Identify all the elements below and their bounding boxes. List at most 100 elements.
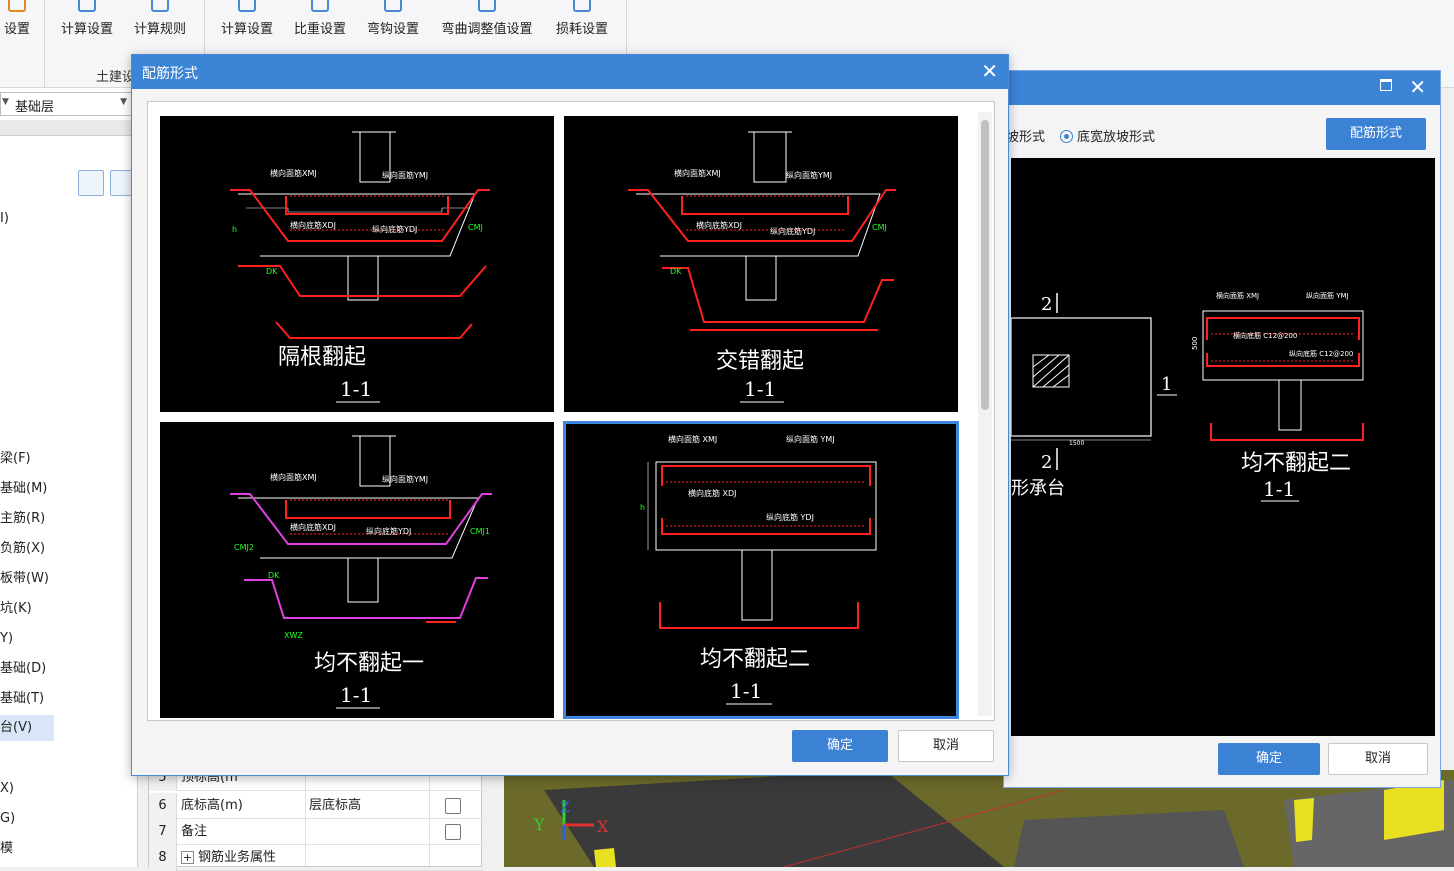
svg-text:纵向面筋 YMJ: 纵向面筋 YMJ [1306, 291, 1349, 300]
tree-item[interactable]: 基础(T) [0, 691, 45, 706]
svg-text:h: h [232, 225, 237, 234]
rebar-drawing: 横向面筋XMJ 纵向面筋YMJ 横向底筋XDJ 纵向底筋YDJ CMJ1 CMJ… [230, 435, 492, 709]
svg-text:纵向面筋 YMJ: 纵向面筋 YMJ [786, 434, 835, 444]
svg-text:纵向面筋YMJ: 纵向面筋YMJ [786, 170, 832, 180]
svg-text:横向底筋 XDJ: 横向底筋 XDJ [688, 488, 737, 498]
hook-settings-button[interactable]: 弯钩设置 [362, 0, 424, 44]
weight-settings-button[interactable]: 比重设置 [289, 0, 351, 44]
svg-text:1500: 1500 [1069, 440, 1084, 447]
svg-text:横向底筋XDJ: 横向底筋XDJ [290, 220, 336, 230]
calc-rules-button[interactable]: 计算规则 [130, 0, 190, 44]
svg-text:纵向底筋 YDJ: 纵向底筋 YDJ [766, 512, 814, 522]
svg-text:Z: Z [560, 800, 570, 816]
option-title: 均不翻起一 [314, 651, 424, 676]
svg-text:横向底筋XDJ: 横向底筋XDJ [290, 522, 336, 532]
ribbon-separator [626, 0, 627, 88]
ok-button[interactable]: 确定 [792, 730, 888, 762]
radio-slope-form[interactable]: 坡形式 [1006, 130, 1046, 145]
calc-settings-button[interactable]: 计算设置 [56, 0, 118, 44]
ribbon-separator [44, 0, 45, 88]
svg-text:横向面筋 XMJ: 横向面筋 XMJ [668, 434, 717, 444]
close-icon[interactable]: ✕ [1409, 75, 1426, 99]
svg-text:CMJ: CMJ [872, 223, 887, 232]
cap-plan-drawing: 2 2 1 形承台 1500 横向面筋 XMJ 纵向面筋 YMJ 横向底筋 C1… [1011, 291, 1364, 502]
svg-text:纵向底筋YDJ: 纵向底筋YDJ [770, 226, 815, 236]
table-row[interactable]: 6 底标高(m) 层底标高 [149, 793, 483, 819]
tree-item[interactable]: G) [0, 811, 16, 826]
svg-text:纵向底筋YDJ: 纵向底筋YDJ [366, 526, 411, 536]
scrollbar-thumb[interactable] [981, 120, 989, 410]
option-none-bent-two[interactable]: 横向面筋 XMJ 纵向面筋 YMJ 横向底筋 XDJ 纵向底筋 YDJ h 均不… [563, 421, 959, 719]
bend-icon [478, 0, 496, 12]
bg-ok-button[interactable]: 确定 [1218, 743, 1320, 775]
cancel-button[interactable]: 取消 [898, 730, 994, 762]
tree-item[interactable]: 基础(D) [0, 661, 47, 676]
expand-icon[interactable]: + [181, 851, 194, 864]
section-mark: 2 [1041, 452, 1052, 473]
rebar-form-button[interactable]: 配筋形式 [1326, 118, 1426, 150]
tree-item[interactable]: Y) [0, 631, 14, 646]
tree-item[interactable]: X) [0, 781, 14, 796]
tree-item[interactable]: 梁(F) [0, 451, 31, 466]
svg-text:1-1: 1-1 [730, 679, 762, 703]
bend-adjust-settings-button[interactable]: 弯曲调整值设置 [434, 0, 540, 44]
settings-icon [8, 0, 26, 12]
svg-text:1-1: 1-1 [1263, 477, 1295, 501]
rebar-calc-settings-button[interactable]: 计算设置 [216, 0, 278, 44]
option-gallery: 横向面筋XMJ 纵向面筋YMJ 横向底筋XDJ 纵向底筋YDJ CMJ DK h… [147, 101, 995, 721]
3d-scene: Y X Z [504, 770, 1454, 867]
calc-rules-icon [151, 0, 169, 12]
checkbox[interactable] [445, 824, 461, 840]
option-alternate-bent[interactable]: 横向面筋XMJ 纵向面筋YMJ 横向底筋XDJ 纵向底筋YDJ CMJ DK h… [160, 116, 554, 412]
svg-text:1-1: 1-1 [340, 683, 372, 707]
svg-text:XWZ: XWZ [284, 631, 303, 640]
table-row[interactable]: 7 备注 [149, 819, 483, 845]
svg-text:横向面筋 XMJ: 横向面筋 XMJ [1216, 291, 1259, 300]
bg-cancel-button[interactable]: 取消 [1328, 743, 1428, 775]
chevron-down-icon: ▼ [120, 97, 127, 107]
svg-text:CMJ: CMJ [468, 223, 483, 232]
rebar-drawing: 横向面筋XMJ 纵向面筋YMJ 横向底筋XDJ 纵向底筋YDJ CMJ DK h… [230, 131, 490, 403]
layer-select[interactable]: ▼ 基础层 ▼ [0, 92, 134, 116]
rebar-drawing: 横向面筋XMJ 纵向面筋YMJ 横向底筋XDJ 纵向底筋YDJ CMJ DK 交… [628, 131, 896, 403]
rebar-drawing: 横向面筋 XMJ 纵向面筋 YMJ 横向底筋 XDJ 纵向底筋 YDJ h 均不… [640, 434, 877, 705]
svg-text:横向面筋XMJ: 横向面筋XMJ [270, 472, 317, 482]
svg-text:DK: DK [268, 571, 280, 580]
gallery-scrollbar[interactable] [978, 112, 992, 716]
tree-item[interactable]: 负筋(X) [0, 541, 46, 556]
tree-item[interactable]: 板带(W) [0, 571, 49, 586]
svg-text:CMJ2: CMJ2 [234, 543, 254, 552]
svg-text:h: h [640, 503, 645, 512]
svg-text:横向底筋 C12@200: 横向底筋 C12@200 [1233, 331, 1297, 340]
option-none-bent-one[interactable]: 横向面筋XMJ 纵向面筋YMJ 横向底筋XDJ 纵向底筋YDJ CMJ1 CMJ… [160, 422, 554, 718]
option-staggered-bent[interactable]: 横向面筋XMJ 纵向面筋YMJ 横向底筋XDJ 纵向底筋YDJ CMJ DK 交… [564, 116, 958, 412]
loss-settings-button[interactable]: 损耗设置 [551, 0, 613, 44]
drawing-title: 均不翻起二 [1241, 451, 1351, 476]
tree-item-selected[interactable]: 台(V) [0, 715, 54, 741]
svg-text:X: X [597, 817, 609, 836]
svg-text:横向面筋XMJ: 横向面筋XMJ [674, 168, 721, 178]
close-icon[interactable]: ✕ [981, 59, 998, 83]
ribbon-partial-button[interactable]: 设置 [0, 0, 34, 44]
tree-item[interactable]: 基础(M) [0, 481, 48, 496]
rebar-form-dialog: 配筋形式 ✕ 横向面筋XMJ 纵向面筋YMJ 横向底筋XDJ 纵向底筋YDJ [131, 54, 1009, 776]
tree-item[interactable]: 主筋(R) [0, 511, 46, 526]
tree-item[interactable]: 模 [0, 841, 14, 856]
ribbon-group-label: 土建设 [96, 70, 136, 85]
tree-item[interactable]: I) [0, 211, 9, 226]
cap-drawing-canvas: 2 2 1 形承台 1500 横向面筋 XMJ 纵向面筋 YMJ 横向底筋 C1… [1011, 158, 1435, 736]
cap-caption: 形承台 [1011, 478, 1065, 499]
svg-text:Y: Y [533, 815, 545, 834]
loss-icon [573, 0, 591, 12]
pile-cap-dialog: ✕ 坡形式 底宽放坡形式 配筋形式 2 2 1 形承台 1500 [1003, 70, 1441, 788]
svg-text:DK: DK [670, 267, 682, 276]
checkbox[interactable] [445, 798, 461, 814]
radio-bottom-width-slope[interactable]: 底宽放坡形式 [1060, 126, 1155, 145]
property-table: 5 顶标高(m 6 底标高(m) 层底标高 7 备注 8 +钢筋业务属性 [148, 765, 483, 871]
option-title: 交错翻起 [716, 349, 804, 374]
table-row[interactable]: 8 +钢筋业务属性 [149, 845, 483, 871]
svg-text:纵向底筋 C12@200: 纵向底筋 C12@200 [1289, 349, 1353, 358]
maximize-icon[interactable] [1380, 79, 1392, 91]
tree-item[interactable]: 坑(K) [0, 601, 32, 616]
list-view-icon[interactable] [78, 170, 104, 196]
